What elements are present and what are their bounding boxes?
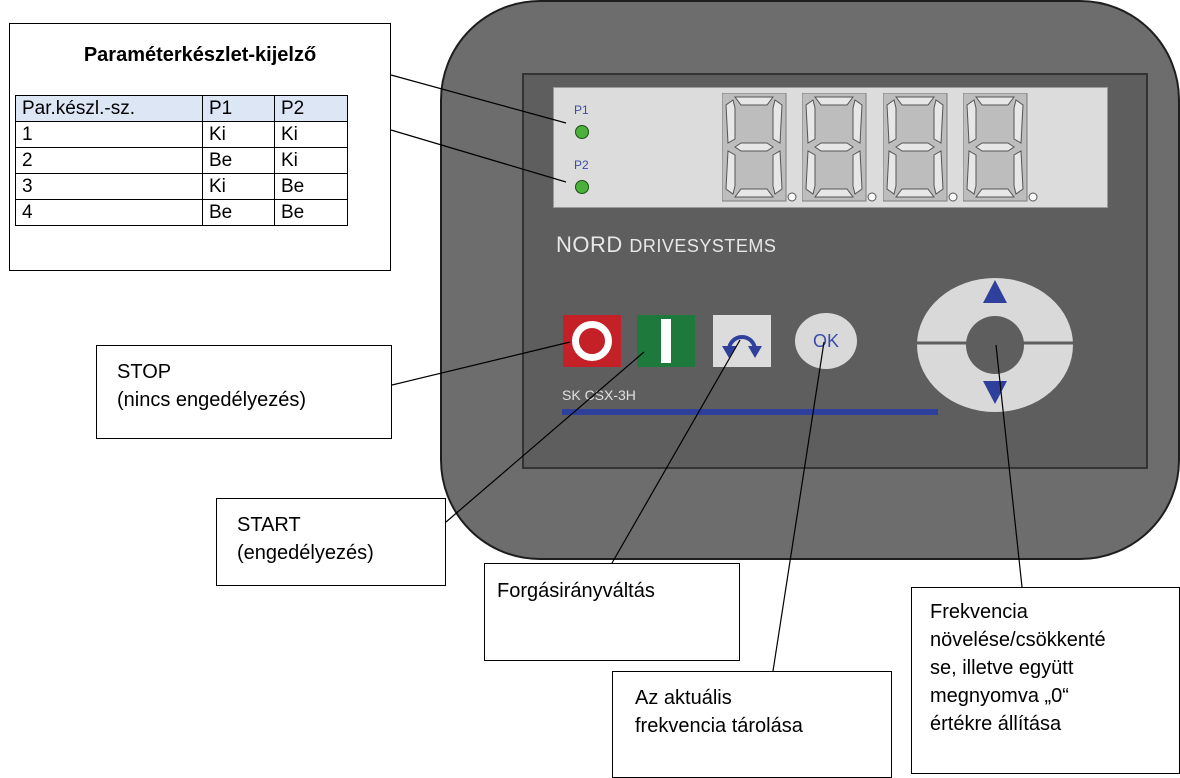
frequency-adjust-callout: Frekvencia növelése/csökkenté se, illetv…: [911, 587, 1180, 774]
callout-line: (nincs engedélyezés): [117, 389, 306, 411]
led-p2: [575, 180, 589, 194]
parameter-set-table: Par.készl.-sz. P1 P2 1 Ki Ki 2 Be Ki 3 K…: [15, 95, 348, 226]
table-cell: Be: [202, 147, 275, 174]
table-cell: Be: [202, 199, 275, 226]
stop-button[interactable]: [563, 315, 621, 367]
table-cell: 4: [15, 199, 203, 226]
led-p1: [575, 125, 589, 139]
increase-frequency-button[interactable]: [983, 280, 1007, 303]
table-cell: 2: [15, 147, 203, 174]
table-cell: Ki: [274, 147, 348, 174]
callout-line: START: [237, 514, 301, 536]
start-button[interactable]: [637, 315, 695, 367]
callout-line: se, illetve együtt: [930, 657, 1074, 679]
stop-callout: STOP (nincs engedélyezés): [96, 345, 392, 439]
table-row: 1 Ki Ki: [15, 121, 348, 148]
led-p2-label: P2: [574, 158, 589, 172]
seven-segment-digit: [722, 93, 797, 202]
table-cell: Be: [274, 199, 348, 226]
callout-line: Az aktuális: [635, 687, 732, 709]
decimal-point: [867, 192, 877, 202]
led-p1-label: P1: [574, 103, 589, 117]
stop-icon: [572, 321, 612, 361]
brand-logo: NORD DRIVESYSTEMS: [556, 232, 776, 258]
callout-line: megnyomva „0“: [930, 685, 1069, 707]
header-cell: P2: [274, 95, 348, 122]
seven-segment-digit: [802, 93, 877, 202]
callout-line: növelése/csökkenté: [930, 629, 1106, 651]
callout-line: (engedélyezés): [237, 542, 374, 564]
table-cell: Be: [274, 173, 348, 200]
seven-segment-digit: [883, 93, 958, 202]
table-cell: Ki: [202, 173, 275, 200]
parameter-table-title: Paraméterkészlet-kijelző: [83, 44, 317, 66]
reverse-callout: Forgásirányváltás: [484, 563, 740, 661]
table-cell: 1: [15, 121, 203, 148]
table-cell: Ki: [274, 121, 348, 148]
table-cell: Ki: [202, 121, 275, 148]
store-frequency-callout: Az aktuális frekvencia tárolása: [612, 671, 892, 778]
reverse-direction-icon: [722, 335, 762, 358]
callout-line: Forgásirányváltás: [497, 580, 655, 602]
reverse-direction-button[interactable]: [713, 315, 771, 367]
table-row: 4 Be Be: [15, 199, 348, 226]
arrow-up-icon: [983, 280, 1007, 303]
header-cell: Par.készl.-sz.: [15, 95, 203, 122]
ok-button[interactable]: OK: [795, 313, 857, 369]
model-label: SK CSX-3H: [562, 387, 636, 403]
brand-sub: DRIVESYSTEMS: [629, 236, 777, 256]
seven-segment-digit: [963, 93, 1038, 202]
decimal-point: [787, 192, 797, 202]
table-cell: 3: [15, 173, 203, 200]
header-cell: P1: [202, 95, 275, 122]
decimal-point: [948, 192, 958, 202]
decimal-point: [1028, 192, 1038, 202]
callout-line: Frekvencia: [930, 601, 1028, 623]
callout-line: értékre állítása: [930, 713, 1062, 735]
table-row: 2 Be Ki: [15, 147, 348, 174]
model-accent-bar: [562, 409, 938, 415]
table-row: 3 Ki Be: [15, 173, 348, 200]
start-icon: [661, 319, 671, 363]
callout-line: STOP: [117, 361, 172, 383]
table-header-row: Par.készl.-sz. P1 P2: [15, 95, 348, 122]
brand-main: NORD: [556, 232, 623, 257]
frequency-control-pad: [915, 278, 1075, 412]
callout-line: frekvencia tárolása: [635, 715, 803, 737]
start-callout: START (engedélyezés): [216, 498, 446, 586]
